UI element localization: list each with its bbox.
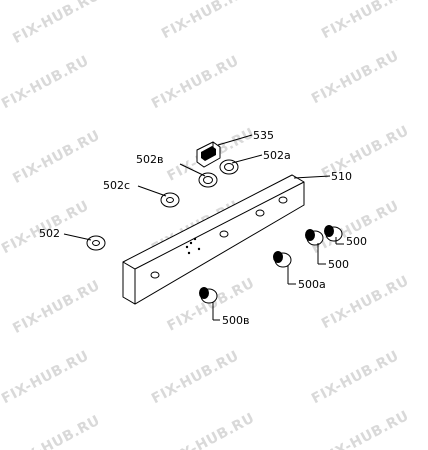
label-502a: 502а [263, 149, 291, 162]
knob-500b [199, 287, 218, 304]
label-500-2: 500 [328, 258, 349, 271]
ring-inner [92, 240, 100, 246]
panel-indicator-dot [185, 245, 189, 249]
panel-body [122, 174, 305, 305]
label-500a: 500а [298, 278, 326, 291]
knob-500a [273, 251, 292, 268]
knob-face [324, 225, 334, 237]
ring-inner [203, 176, 213, 184]
ring-inner [224, 163, 234, 171]
leader-line-502a [231, 154, 263, 164]
leader-line-535 [217, 134, 253, 146]
label-510: 510 [331, 170, 352, 183]
panel-knob-hole [150, 271, 160, 279]
watermark-text: FIX-HUB.RU [165, 410, 258, 450]
panel-indicator-dot [193, 237, 197, 241]
knob-500-2 [305, 229, 324, 246]
watermark-text: FIX-HUB.RU [0, 348, 92, 407]
label-500-1: 500 [346, 235, 367, 248]
watermark-text: FIX-HUB.RU [159, 0, 252, 42]
label-500b: 500в [222, 314, 249, 327]
watermark-text: FIX-HUB.RU [319, 273, 412, 332]
panel-knob-hole [278, 196, 288, 204]
panel-indicator-dot [187, 251, 191, 255]
ring-502a [219, 159, 239, 175]
leader-line-502c [137, 185, 167, 197]
switch-535 [196, 141, 221, 168]
ring-502c [160, 192, 180, 208]
watermark-text: FIX-HUB.RU [149, 53, 242, 112]
knob-face [305, 229, 315, 241]
leader-line-510 [293, 175, 331, 179]
panel-indicator-dot [189, 241, 193, 245]
label-535: 535 [253, 129, 274, 142]
watermark-text: FIX-HUB.RU [10, 278, 103, 337]
ring-inner [166, 197, 174, 203]
watermark-text: FIX-HUB.RU [309, 348, 402, 407]
watermark-text: FIX-HUB.RU [10, 413, 103, 450]
watermark-text: FIX-HUB.RU [10, 0, 103, 47]
label-502b: 502в [136, 153, 163, 166]
watermark-text: FIX-HUB.RU [10, 128, 103, 187]
watermark-text: FIX-HUB.RU [319, 0, 412, 42]
watermark-text: FIX-HUB.RU [309, 48, 402, 107]
switch-face [201, 146, 216, 161]
ring-502 [86, 235, 106, 251]
watermark-text: FIX-HUB.RU [149, 348, 242, 407]
label-502c: 502с [103, 179, 130, 192]
panel-knob-hole [219, 230, 229, 238]
control-panel-510 [122, 174, 305, 305]
watermark-text: FIX-HUB.RU [309, 198, 402, 257]
watermark-text: FIX-HUB.RU [319, 408, 412, 450]
ring-502b [198, 172, 218, 188]
watermark-text: FIX-HUB.RU [0, 53, 92, 112]
leader-line-502 [63, 233, 92, 241]
knob-face [273, 251, 283, 263]
label-502: 502 [39, 227, 60, 240]
knob-500-1 [324, 225, 343, 242]
panel-indicator-dot [197, 247, 201, 251]
knob-face [199, 287, 209, 299]
panel-knob-hole [255, 209, 265, 217]
leader-line-502b [179, 163, 206, 177]
